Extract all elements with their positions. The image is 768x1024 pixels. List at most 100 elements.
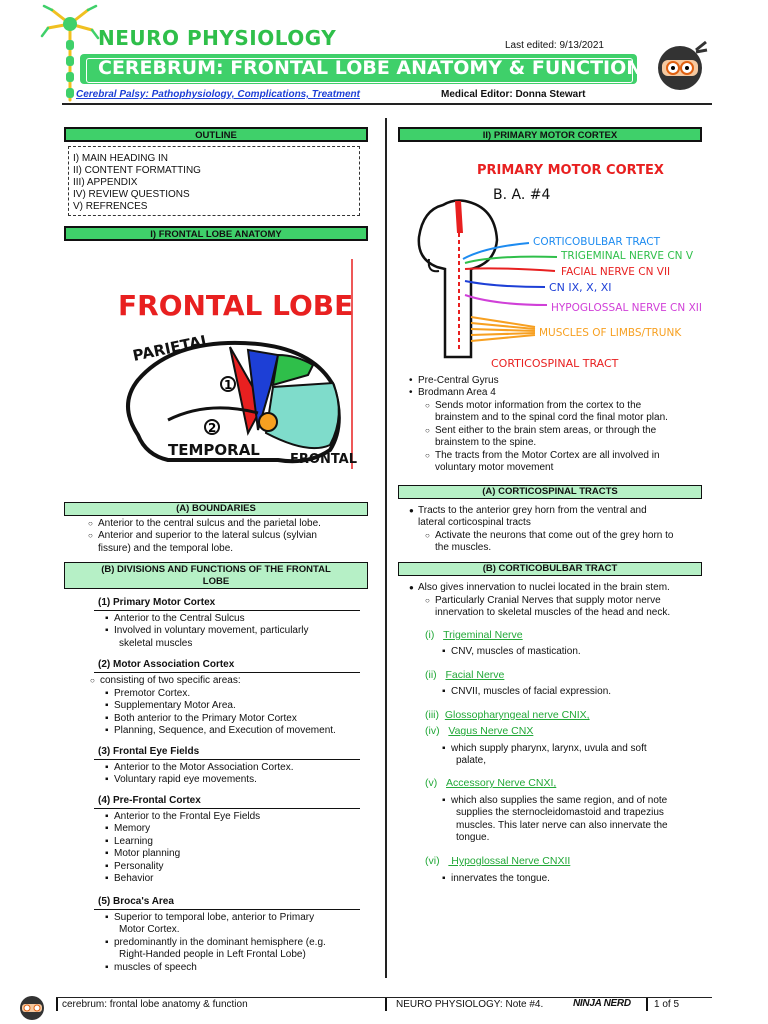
list-item-cont: brainstem to the spine. [435,437,537,449]
list-item: Also gives innervation to nuclei located… [418,582,718,594]
footer-divider [385,998,387,1011]
list-item-cont: Right-Handed people in Left Frontal Lobe… [119,949,306,961]
list-item: Tracts to the anterior grey horn from th… [418,505,718,517]
footer-divider [56,998,58,1011]
nerve-heading-vagus: (iv) Vagus Nerve CNX [425,725,533,737]
list-item: which supply pharynx, larynx, uvula and … [451,743,711,755]
list-item-cont: tongue. [456,832,490,844]
series-title: NEURO PHYSIOLOGY [98,26,337,50]
nerve-number: (i) [425,629,435,641]
list-item: The tracts from the Motor Cortex are all… [435,450,717,462]
list-item: muscles of speech [114,962,364,974]
cbt-heading: (B) CORTICOBULBAR TRACT [398,562,702,576]
footer-divider [646,998,648,1011]
region-2-label: 2 [208,421,216,435]
related-note-link[interactable]: Cerebral Palsy: Pathophysiology, Complic… [76,89,360,100]
mac-title: (2) Motor Association Cortex [98,659,235,670]
motor-bullets: Pre-Central Gyrus Brodmann Area 4 [418,375,718,400]
related-link-line: Cerebral Palsy: Pathophysiology, Complic… [76,89,360,100]
ninja-mascot-icon [658,40,708,90]
region-1-label: 1 [224,378,232,392]
outline-item[interactable]: V) REFRENCES [73,201,148,212]
list-item: Anterior to the Frontal Eye Fields [114,811,364,823]
nerve-name: Facial Nerve [445,669,505,681]
page-number: 1 of 5 [654,999,680,1010]
tract-label-3: FACIAL NERVE CN VII [561,266,670,278]
outline-heading: OUTLINE [64,127,368,142]
nerve-heading-facial: (ii) Facial Nerve [425,669,504,681]
divisions-heading-line2: LOBE [202,576,230,587]
list-item: innervates the tongue. [451,873,711,885]
mac-rule [94,672,360,673]
pfc-title: (4) Pre-Frontal Cortex [98,795,201,806]
tract-label-6: MUSCLES OF LIMBS/TRUNK [539,327,682,339]
nerve-number: (vi) [425,855,440,867]
nerve-name: Accessory Nerve CNXI, [446,777,557,789]
nerve-number: (iii) [425,709,439,721]
fef-rule [94,759,360,760]
frontal-label: FRONTAL [290,452,357,467]
nerve-name: Vagus Nerve CNX [448,725,534,737]
title-banner [80,54,637,84]
list-item-cont: innervation to skeletal muscles of the h… [435,607,671,619]
motor-subs: Sends motor information from the cortex … [435,400,717,474]
tract-label-5: HYPOGLOSSAL NERVE CN XII [551,302,702,314]
outline-item[interactable]: III) APPENDIX [73,177,138,188]
cbt-bullet: Also gives innervation to nuclei located… [418,582,718,594]
list-item-cont: fissure) and the temporal lobe. [98,542,234,554]
list-item-cont: palate, [456,755,487,767]
section2-heading: II) PRIMARY MOTOR CORTEX [398,127,702,142]
ninja-footer-icon [20,996,44,1020]
nerve-name: Trigeminal Nerve [443,629,523,641]
tract-label-1: CORTICOBULBAR TRACT [533,236,661,248]
list-item: Anterior to the Motor Association Cortex… [114,762,364,774]
temporal-label: TEMPORAL [168,441,260,459]
list-item: Voluntary rapid eye movements. [114,774,364,786]
list-item-cont: brainstem and to the spinal cord the fin… [435,412,668,424]
header-rule [62,103,712,105]
fef-list: Anterior to the Motor Association Cortex… [114,762,364,787]
footer-rule [56,997,712,998]
nerve-desc: which supply pharynx, larynx, uvula and … [451,743,711,768]
nerve-number: (v) [425,777,438,789]
section1-heading: I) FRONTAL LOBE ANATOMY [64,226,368,241]
list-item: Behavior [114,873,364,885]
broca-list: Superior to temporal lobe, anterior to P… [114,912,364,974]
cbt-sub: Particularly Cranial Nerves that supply … [435,595,717,620]
nerve-heading-accessory: (v) Accessory Nerve CNXI, [425,777,556,789]
cst-bullets: Tracts to the anterior grey horn from th… [418,505,718,530]
last-edited: Last edited: 9/13/2021 [505,40,604,51]
outline-item[interactable]: IV) REVIEW QUESTIONS [73,189,190,200]
list-item: Motor planning [114,848,364,860]
title-banner-frame [86,58,633,83]
outline-box: I) MAIN HEADING IN II) CONTENT FORMATTIN… [68,146,360,216]
nerve-heading-glossopharyngeal: (iii) Glossopharyngeal nerve CNIX, [425,709,590,721]
page-title: CEREBRUM: FRONTAL LOBE ANATOMY & FUNCTIO… [98,57,643,79]
nerve-name: Hypoglossal Nerve CNXII [448,855,571,867]
nerve-number: (iv) [425,725,440,737]
nerve-name: Glossopharyngeal nerve CNIX, [444,709,590,721]
motor-figure-title: PRIMARY MOTOR CORTEX [477,163,664,178]
list-item: Sends motor information from the cortex … [435,400,717,412]
nerve-desc: CNVII, muscles of facial expression. [451,686,711,698]
list-item-cont: muscles. This later nerve can also inner… [456,819,668,831]
list-item-cont: voluntary motor movement [435,462,554,474]
frontal-lobe-figure: FRONTAL LOBE PARIETAL TEMPORAL FRONTAL 1… [118,259,357,469]
pmc-list: Anterior to the Central Sulcus Involved … [114,613,364,650]
column-divider [385,118,387,978]
footer-topic: cerebrum: frontal lobe anatomy & functio… [62,999,248,1010]
list-item: Activate the neurons that come out of th… [435,530,717,542]
neuron-logo-icon [40,4,100,102]
list-item-cont: the muscles. [435,542,492,554]
motor-cortex-figure: PRIMARY MOTOR CORTEX B. A. #4 CORTICOBUL… [417,163,702,370]
pmc-rule [94,610,360,611]
outline-item[interactable]: I) MAIN HEADING IN [73,153,169,164]
boundaries-list: Anterior to the central sulcus and the p… [98,518,368,555]
fef-title: (3) Frontal Eye Fields [98,746,200,757]
list-item: Anterior and superior to the lateral sul… [98,530,368,542]
mac-intro: consisting of two specific areas: [100,675,360,687]
cst-heading: (A) CORTICOSPINAL TRACTS [398,485,702,499]
outline-item[interactable]: II) CONTENT FORMATTING [73,165,201,176]
list-item: predominantly in the dominant hemisphere… [114,937,364,949]
pfc-rule [94,808,360,809]
